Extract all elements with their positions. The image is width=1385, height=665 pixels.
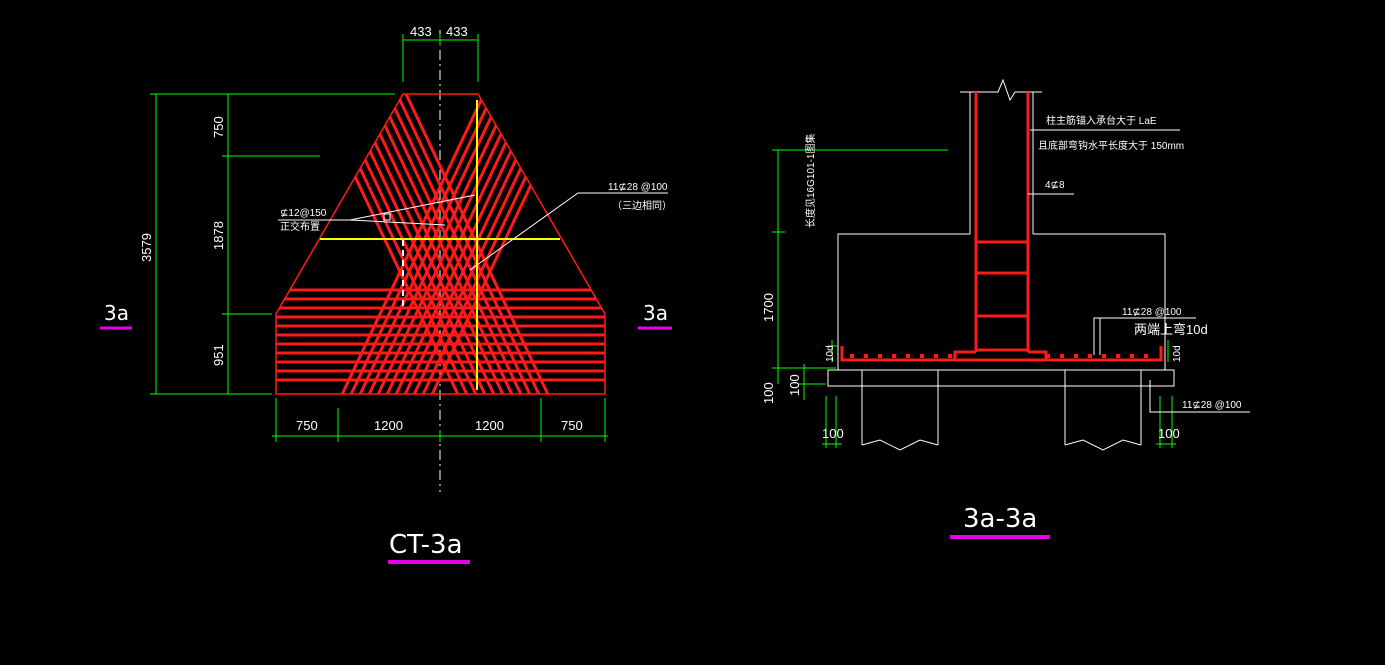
note-anchorage: 柱主筋锚入承台大于 LaE — [1046, 114, 1157, 127]
cap-outline-right — [1033, 233, 1166, 370]
left-dimensions — [150, 93, 395, 395]
bar-dot — [850, 354, 854, 358]
bottom-dim-1: 750 — [296, 418, 318, 433]
callout-main-sub: （三边相同） — [612, 199, 672, 212]
section-height: 1700 — [761, 293, 776, 322]
top-dimensions — [402, 34, 479, 82]
top-dim-right: 433 — [446, 24, 468, 39]
bar-dot — [1130, 354, 1134, 358]
callout-side-1: ⊈12@150 — [280, 208, 327, 219]
callout-side-2: 正交布置 — [280, 220, 320, 233]
break-line — [960, 78, 1042, 102]
note-hook: 且底部弯钩水平长度大于 150mm — [1038, 139, 1184, 152]
bar-dots — [850, 354, 1148, 358]
cover-left-1: 100 — [761, 382, 776, 404]
hook-left: 10d — [825, 345, 836, 362]
pile-right — [1064, 370, 1142, 451]
pile-left — [861, 370, 939, 451]
cap-outline — [837, 233, 970, 370]
section-title: 3a-3a — [963, 504, 1037, 534]
stirrup-label: 4⊈8 — [1045, 180, 1065, 191]
bar-dot — [1074, 354, 1078, 358]
pile-edge-right: 100 — [1158, 426, 1180, 441]
column-rebar — [953, 92, 1048, 362]
pile-edge-left: 100 — [822, 426, 844, 441]
bottom-rebar-label: 11⊈28 @100 — [1182, 400, 1242, 411]
bar-dot — [920, 354, 924, 358]
bar-dot — [934, 354, 938, 358]
ct3a-plan-view: 433 433 3579 750 1878 951 750 1200 1200 … — [100, 24, 672, 564]
bar-dot — [1088, 354, 1092, 358]
cushion-layer — [827, 369, 1175, 387]
bottom-dim-3: 1200 — [475, 418, 504, 433]
bar-dot — [948, 354, 952, 358]
section-3a-view: 4⊈8 柱主筋锚入承台大于 LaE 且底部弯钩水平长度大于 150mm 长度见1… — [761, 78, 1250, 539]
dim-middle-segment: 1878 — [211, 221, 226, 250]
dim-top-segment: 750 — [211, 116, 226, 138]
bar-dot — [1116, 354, 1120, 358]
vertical-note: 长度见16G101-1图集 — [804, 134, 817, 228]
section-left-dims — [772, 149, 1176, 448]
bar-dot — [1102, 354, 1106, 358]
bar-dot — [892, 354, 896, 358]
section-mark-left: 3a — [104, 301, 129, 325]
top-dim-left: 433 — [410, 24, 432, 39]
bar-dot — [1046, 354, 1050, 358]
bar-dot — [1060, 354, 1064, 358]
callout-leader-main — [469, 192, 668, 271]
callout-main: 11⊈28 @100 — [608, 182, 668, 193]
bar-dot — [878, 354, 882, 358]
bottom-dim-2: 1200 — [374, 418, 403, 433]
dim-bottom-segment: 951 — [211, 344, 226, 366]
section-mark-right: 3a — [643, 301, 668, 325]
cap-bottom-rebar — [840, 346, 1163, 362]
pile-cap-outline — [275, 93, 606, 395]
bar-dot — [906, 354, 910, 358]
hook-right: 10d — [1172, 345, 1183, 362]
bottom-dimensions — [272, 398, 608, 442]
bar-dot — [1144, 354, 1148, 358]
rebar-label: 11⊈28 @100 — [1122, 307, 1182, 318]
bottom-dim-4: 750 — [561, 418, 583, 433]
dim-total-height: 3579 — [139, 233, 154, 262]
plan-title: CT-3a — [389, 530, 463, 560]
end-hook-label: 两端上弯10d — [1134, 322, 1208, 337]
bar-dot — [864, 354, 868, 358]
cover-left-2: 100 — [787, 374, 802, 396]
